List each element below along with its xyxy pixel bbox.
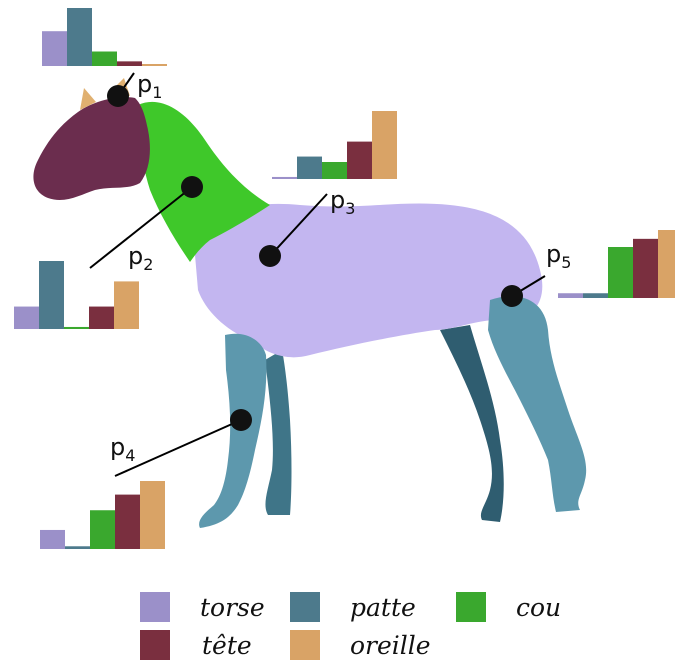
label-p1: p1 xyxy=(137,70,162,102)
front-leg-far xyxy=(265,350,292,515)
point-p5 xyxy=(501,285,523,307)
label-p5: p5 xyxy=(546,240,571,272)
histogram-p2-bar-patte xyxy=(39,261,64,329)
legend-item-tete: tête xyxy=(140,630,252,660)
hind-leg-near xyxy=(488,296,587,512)
histogram-p3-bar-torse xyxy=(272,176,297,179)
legend-label-torse: torse xyxy=(200,592,265,622)
callout-line-p4 xyxy=(114,419,242,477)
histogram-p1-bar-oreille xyxy=(142,64,167,66)
legend-swatch-torse xyxy=(140,592,170,622)
legend-label-tete: tête xyxy=(202,630,252,660)
histogram-p3-bar-oreille xyxy=(372,111,397,179)
sample-points xyxy=(107,85,523,431)
point-p3 xyxy=(259,245,281,267)
histogram-p3-bar-tete xyxy=(347,141,372,179)
histogram-p1-bar-patte xyxy=(67,8,92,66)
histogram-p3-bar-patte xyxy=(297,156,322,179)
histogram-p1 xyxy=(42,8,167,66)
histogram-p4 xyxy=(40,481,165,549)
legend-item-cou: cou xyxy=(456,592,561,622)
point-p2 xyxy=(181,176,203,198)
histogram-p3 xyxy=(272,111,397,179)
histogram-p2-bar-tete xyxy=(89,306,114,329)
histogram-p4-bar-cou xyxy=(90,510,115,549)
horse-neck xyxy=(138,101,270,262)
histogram-p2-bar-oreille xyxy=(114,281,139,329)
point-p4 xyxy=(230,409,252,431)
hind-leg-far xyxy=(440,325,504,522)
histogram-p4-bar-torse xyxy=(40,529,65,549)
histogram-p1-bar-torse xyxy=(42,31,67,66)
histogram-p1-bar-tete xyxy=(117,61,142,66)
histogram-p4-bar-oreille xyxy=(140,481,165,549)
histogram-p5 xyxy=(558,230,675,298)
histogram-p5-bar-torse xyxy=(558,293,583,298)
legend-swatch-cou xyxy=(456,592,486,622)
histogram-p5-bar-patte xyxy=(583,293,608,298)
histogram-p5-bar-cou xyxy=(608,247,633,298)
legend-swatch-patte xyxy=(290,592,320,622)
label-p2: p2 xyxy=(128,242,153,274)
legend-item-patte: patte xyxy=(290,592,416,622)
histogram-p4-bar-patte xyxy=(65,546,90,549)
histograms xyxy=(14,8,675,549)
histogram-p4-bar-tete xyxy=(115,494,140,549)
legend-label-oreille: oreille xyxy=(350,630,431,660)
horse-ear-left xyxy=(80,88,96,110)
histogram-p2 xyxy=(14,261,139,329)
front-leg-near xyxy=(199,333,267,528)
legend-item-oreille: oreille xyxy=(290,630,431,660)
label-p4: p4 xyxy=(110,433,135,465)
legend-label-cou: cou xyxy=(516,592,562,622)
point-labels: p1 p2 p3 p4 p5 xyxy=(110,70,571,465)
label-p3: p3 xyxy=(330,186,355,218)
histogram-p2-bar-torse xyxy=(14,306,39,329)
callout-line-p3 xyxy=(269,193,328,257)
histogram-p5-bar-oreille xyxy=(658,230,675,298)
histogram-p5-bar-tete xyxy=(633,238,658,298)
legend-label-patte: patte xyxy=(350,592,416,622)
histogram-p1-bar-cou xyxy=(92,51,117,66)
legend-swatch-tete xyxy=(140,630,170,660)
histogram-p3-bar-cou xyxy=(322,162,347,179)
legend-swatch-oreille xyxy=(290,630,320,660)
horse-head xyxy=(33,97,150,200)
callout-line-p2 xyxy=(89,186,193,269)
point-p1 xyxy=(107,85,129,107)
legend-item-torse: torse xyxy=(140,592,265,622)
histogram-p2-bar-cou xyxy=(64,326,89,329)
